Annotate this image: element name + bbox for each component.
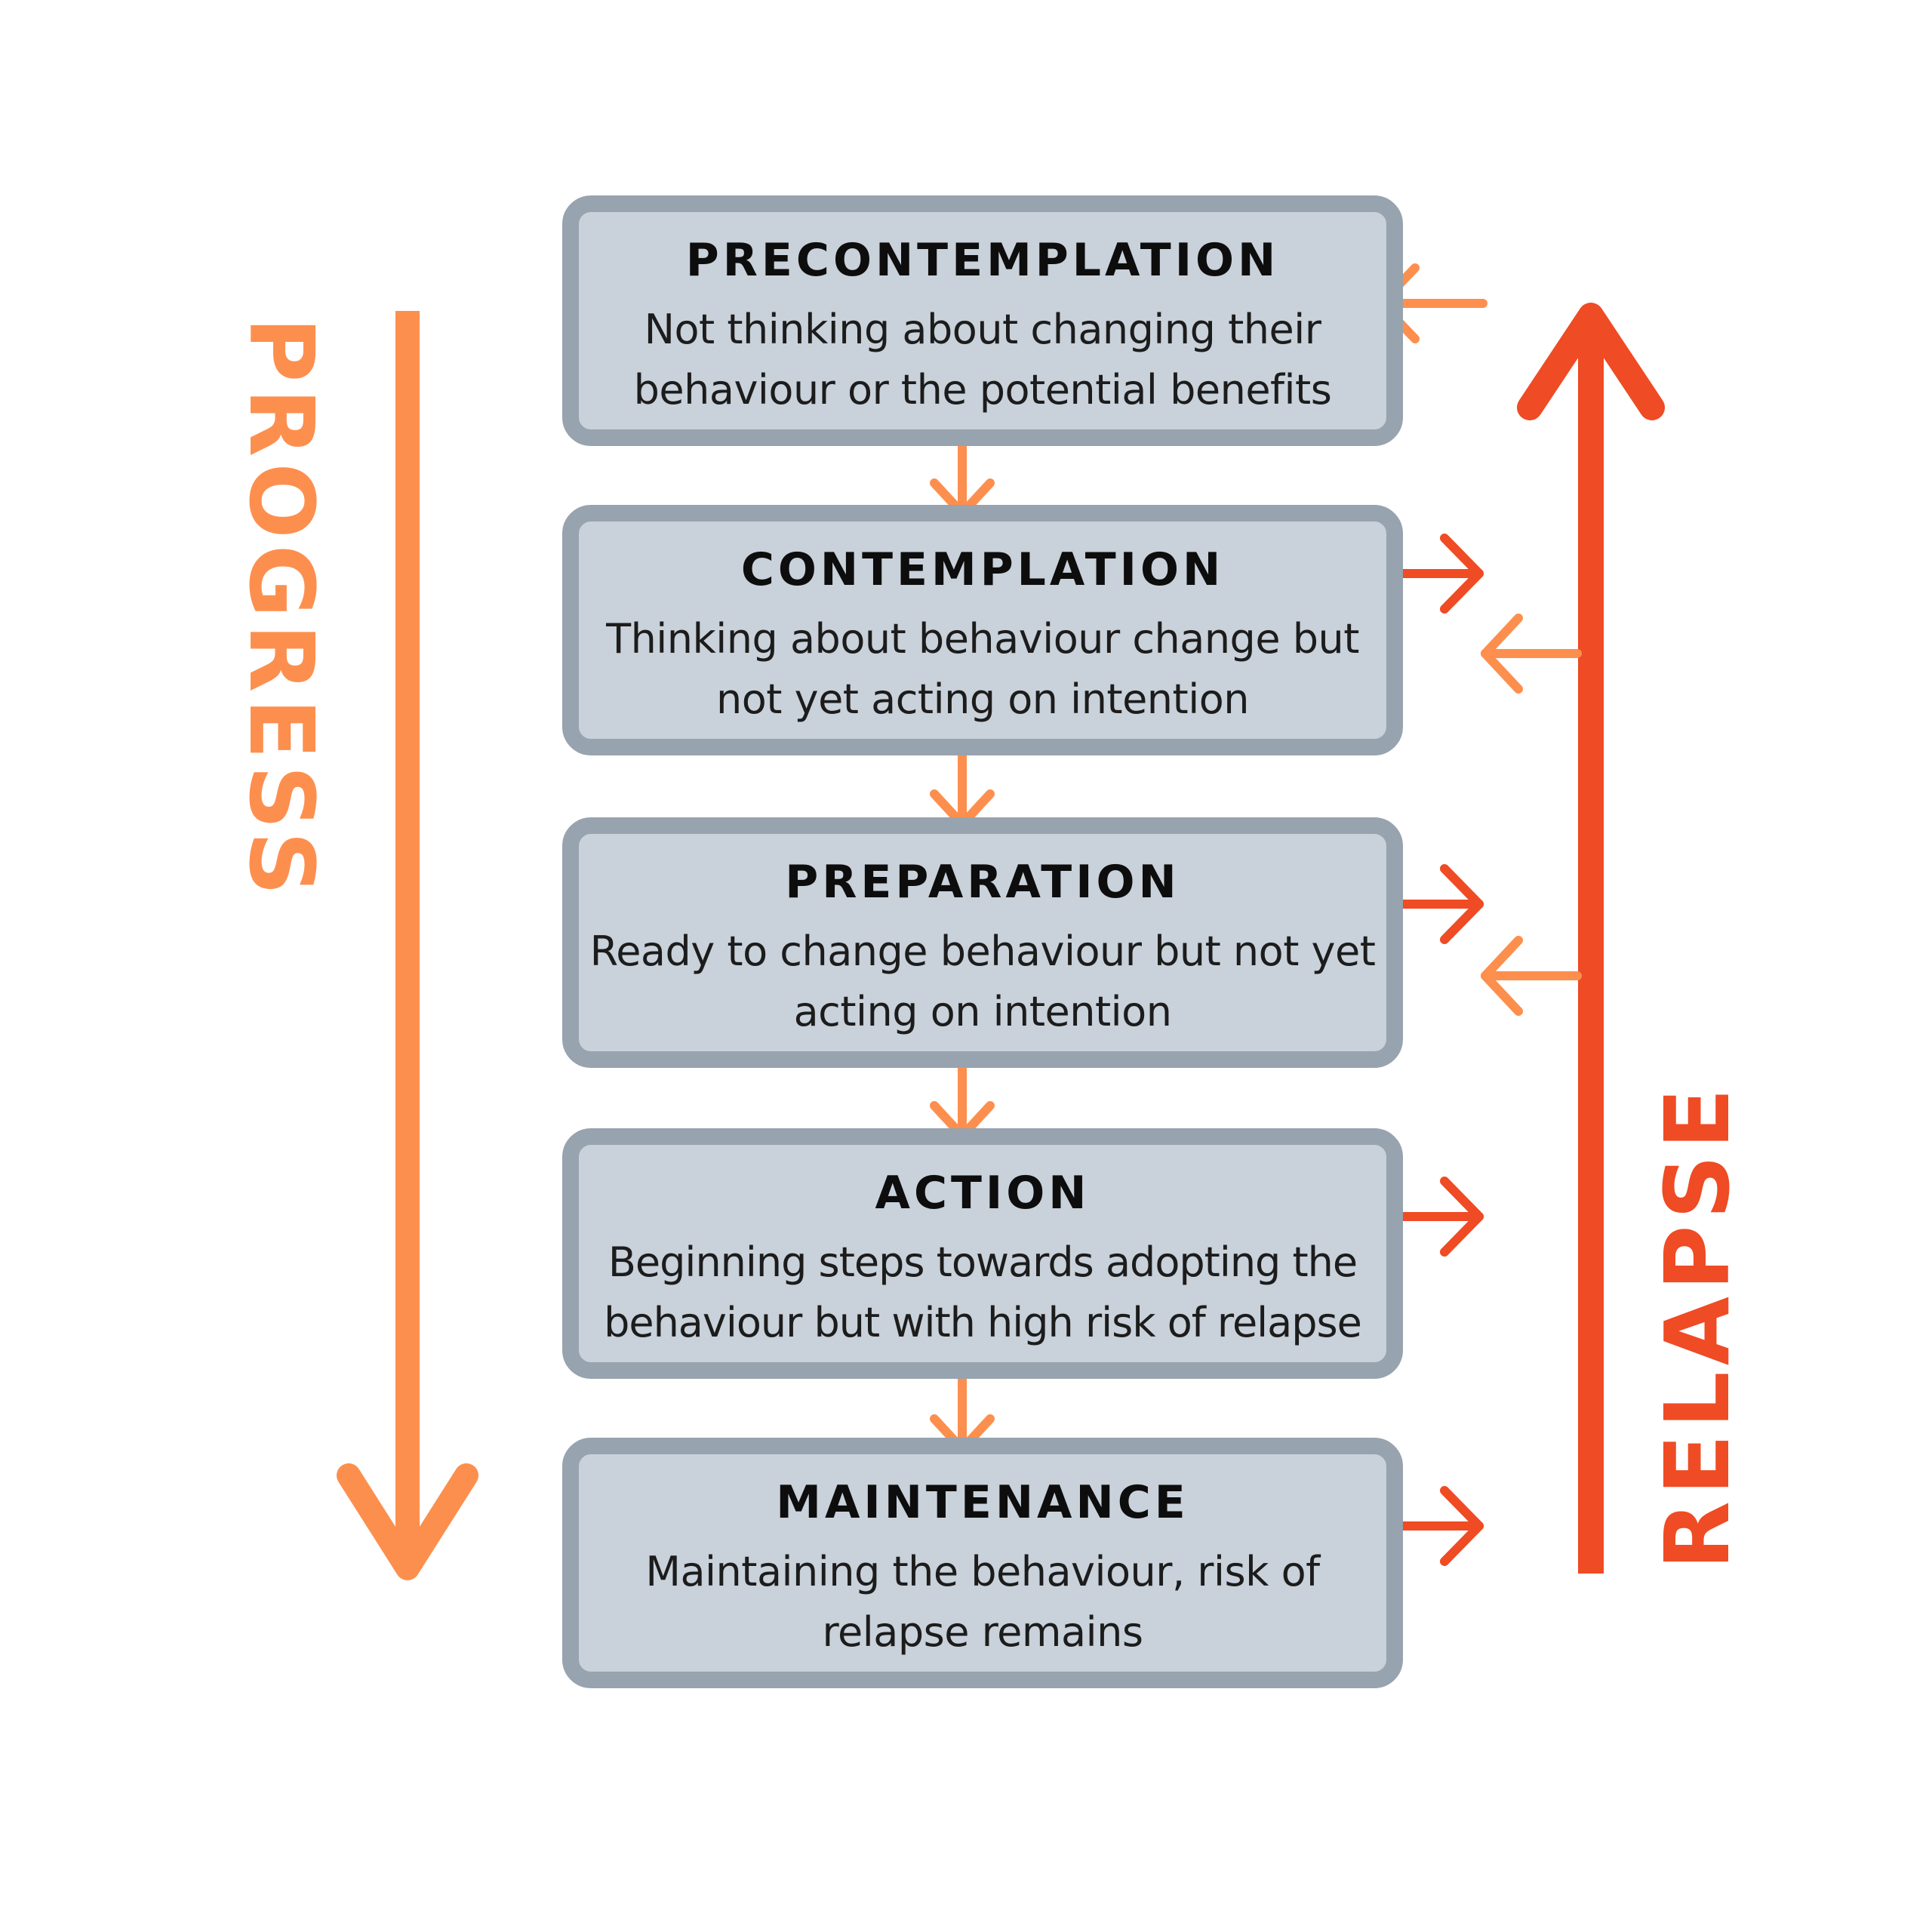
reentry-arrow-contemplation [1481, 614, 1582, 694]
progress-arrow [337, 311, 478, 1580]
stage-title: MAINTENANCE [776, 1476, 1189, 1529]
stage-maintenance: MAINTENANCE Maintaining the behaviour, r… [562, 1438, 1403, 1688]
relapse-label: RELAPSE [1645, 1081, 1749, 1570]
stage-title: PREPARATION [785, 856, 1180, 909]
progress-label: PROGRESS [229, 317, 334, 902]
relapse-arrow [1517, 303, 1665, 1574]
stage-description: Maintaining the behaviour, risk of relap… [645, 1548, 1320, 1656]
stage-title: CONTEMPLATION [740, 543, 1225, 596]
stage-title: PRECONTEMPLATION [685, 234, 1280, 287]
stage-description: Beginning steps towards adopting the beh… [604, 1238, 1362, 1346]
stage-precontemplation: PRECONTEMPLATION Not thinking about chan… [562, 195, 1403, 446]
reentry-arrow-preparation [1481, 936, 1582, 1016]
stage-description: Not thinking about changing their behavi… [633, 306, 1332, 414]
stage-description: Ready to change behaviour but not yet ac… [589, 928, 1376, 1035]
stage-description: Thinking about behaviour change but not … [606, 615, 1359, 723]
stage-title: ACTION [875, 1167, 1091, 1220]
stage-preparation: PREPARATION Ready to change behaviour bu… [562, 817, 1403, 1068]
stage-contemplation: CONTEMPLATION Thinking about behaviour c… [562, 505, 1403, 755]
stage-action: ACTION Beginning steps towards adopting … [562, 1128, 1403, 1379]
